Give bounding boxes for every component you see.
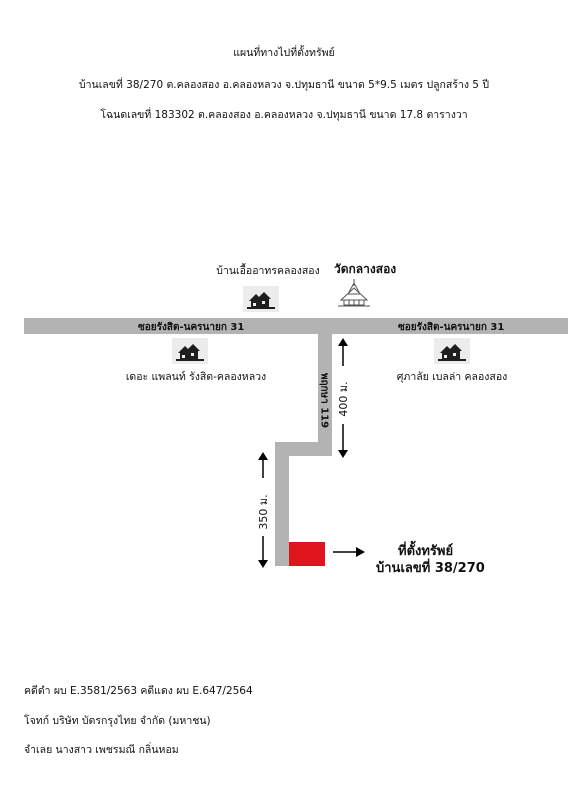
arrow-icon: [336, 338, 350, 458]
side-road-lower-segment: [275, 442, 289, 566]
title-deed-description: โฉนดเลขที่ 183302 ต.คลองสอง อ.คลองหลวง จ…: [100, 109, 468, 121]
landmark-temple-label: วัดกลางสอง: [334, 262, 397, 276]
arrow-icon: [333, 546, 365, 558]
temple-icon: [336, 278, 372, 308]
case-numbers: คดีดำ ผบ E.3581/2563 คดีแดง ผบ E.647/256…: [24, 685, 253, 697]
house-icon: [243, 286, 279, 312]
landmark-top-village-label: บ้านเอื้ออาทรคลองสอง: [216, 265, 320, 277]
side-road-label: พฤกษา 119: [318, 372, 330, 429]
side-road-bend: [275, 442, 332, 456]
main-road: [24, 318, 568, 334]
property-marker: [289, 542, 325, 566]
arrow-icon: [256, 452, 270, 568]
side-road-upper-segment: [318, 334, 332, 456]
distance-350-label: 350 ม.: [257, 494, 270, 530]
landmark-left-village-label: เดอะ แพลนท์ รังสิต-คลองหลวง: [125, 371, 267, 383]
house-icon: [434, 338, 470, 364]
property-description: บ้านเลขที่ 38/270 ต.คลองสอง อ.คลองหลวง จ…: [78, 79, 489, 91]
map-title: แผนที่ทางไปที่ตั้งทรัพย์: [233, 47, 335, 59]
main-road-label-right: ซอยรังสิต-นครนายก 31: [398, 322, 505, 333]
defendant: จำเลย นางสาว เพชรมณี กลิ่นหอม: [24, 744, 179, 756]
property-address-label: บ้านเลขที่ 38/270: [376, 561, 485, 576]
house-icon: [172, 338, 208, 364]
landmark-right-village-label: ศุภาลัย เบลล่า คลองสอง: [396, 371, 508, 383]
plaintiff: โจทก์ บริษัท บัตรกรุงไทย จำกัด (มหาชน): [24, 715, 211, 727]
property-label: ที่ตั้งทรัพย์: [398, 544, 454, 559]
main-road-label-left: ซอยรังสิต-นครนายก 31: [138, 322, 245, 333]
distance-400-label: 400 ม.: [337, 381, 350, 417]
